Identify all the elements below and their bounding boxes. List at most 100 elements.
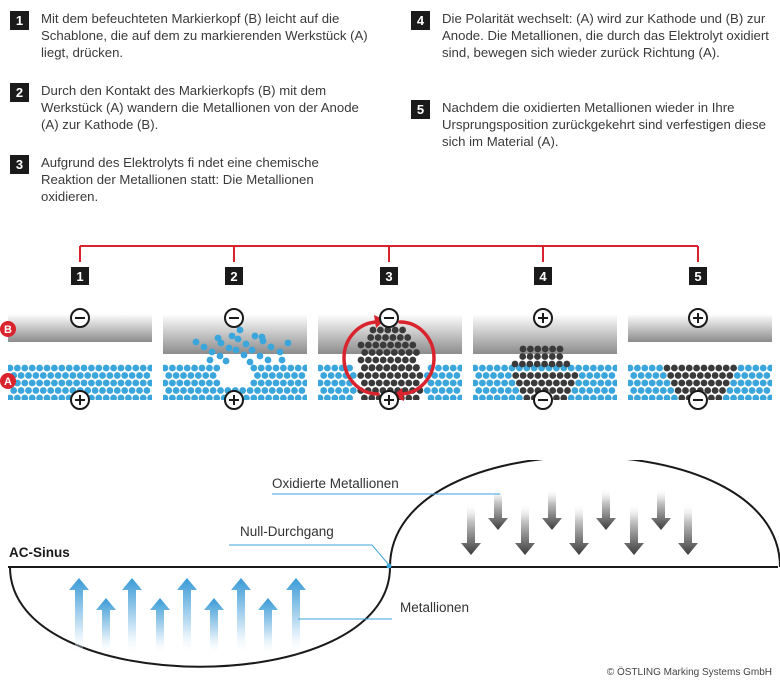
ion-dot — [719, 372, 726, 379]
oxidized-ion — [357, 356, 365, 364]
ion-dot — [516, 394, 523, 400]
ion-dot — [51, 379, 58, 387]
ion-dot — [257, 364, 265, 372]
ion-dot — [17, 372, 25, 379]
ion-dot — [582, 379, 590, 387]
migrating-ion — [246, 358, 254, 366]
ion-dot — [630, 372, 638, 379]
migrating-ion — [206, 356, 214, 364]
ion-dot — [76, 372, 84, 379]
migrating-ion — [236, 326, 244, 334]
ion-dot — [453, 387, 461, 394]
oxidized-ion-arrows — [461, 488, 698, 555]
ion-dot — [14, 364, 21, 372]
ion-dot — [759, 364, 767, 372]
ion-dot — [88, 364, 95, 372]
plus-icon — [379, 390, 399, 410]
ion-dot — [99, 387, 106, 394]
svg-text:B: B — [4, 324, 12, 336]
ion-dot — [722, 394, 730, 400]
oxidized-ion — [394, 356, 402, 364]
ion-dot — [608, 387, 616, 394]
ion-dot — [28, 364, 36, 372]
migrating-ion — [200, 343, 208, 351]
arrow-down-icon — [515, 503, 535, 555]
oxidized-ion — [376, 364, 383, 371]
migrating-ion — [258, 333, 266, 341]
ion-dot — [586, 387, 594, 394]
ion-dot — [217, 387, 224, 394]
arrow-up-icon — [122, 578, 142, 655]
migrating-ion — [256, 352, 264, 360]
migrating-ions — [192, 326, 292, 366]
oxidized-ion — [368, 364, 376, 371]
ion-dot — [213, 364, 221, 372]
ion-dot — [708, 379, 715, 387]
ion-dot — [497, 372, 505, 379]
returning-ion — [541, 345, 549, 353]
ion-dot — [590, 379, 597, 387]
oxidized-ion — [372, 341, 380, 349]
oxidized-ion — [383, 364, 391, 371]
ion-dot — [99, 372, 106, 379]
returning-ion — [548, 353, 556, 360]
ion-dot — [457, 379, 462, 387]
oxidized-ion — [390, 349, 398, 356]
oxidized-ion — [365, 356, 372, 364]
returning-ion — [511, 360, 519, 368]
ion-dot — [268, 387, 276, 394]
ion-dot — [357, 372, 365, 379]
ion-dot — [209, 387, 217, 394]
ion-dot — [21, 364, 29, 372]
oxidized-ion — [405, 364, 413, 371]
ion-dot — [446, 387, 453, 394]
ion-dot — [567, 379, 575, 387]
step-text: Aufgrund des Elektrolyts fi ndet eine ch… — [41, 155, 319, 204]
ion-dot — [324, 364, 331, 372]
ion-dot — [143, 372, 151, 379]
arrow-up-icon — [231, 578, 251, 655]
oxidized-ion — [361, 364, 369, 371]
null-durchgang-label: Null-Durchgang — [240, 524, 334, 539]
ion-dot — [342, 387, 350, 394]
ion-dot — [663, 394, 671, 400]
ion-dot — [730, 364, 737, 372]
arrow-down-icon — [569, 503, 589, 555]
ion-dot — [678, 364, 686, 372]
ion-dot — [110, 364, 117, 372]
ion-dot — [719, 387, 726, 394]
ion-dot — [435, 379, 442, 387]
ion-dot — [582, 364, 590, 372]
ion-dot — [648, 394, 656, 400]
ion-dot — [737, 394, 745, 400]
ion-dot — [294, 379, 302, 387]
ion-dot — [191, 364, 199, 372]
ion-dot — [659, 387, 667, 394]
ion-dot — [553, 394, 560, 400]
ion-dot — [280, 394, 287, 400]
oxidized-ion — [391, 326, 399, 334]
ion-dot — [438, 387, 446, 394]
ion-dot — [674, 387, 682, 394]
migrating-ion — [240, 351, 248, 359]
ion-dot — [637, 372, 645, 379]
ion-dot — [36, 364, 43, 372]
ion-dot — [741, 372, 749, 379]
ion-dot — [194, 387, 202, 394]
ion-dot — [379, 372, 387, 379]
ion-dot — [704, 372, 712, 379]
ion-dot — [663, 364, 671, 372]
ion-dot — [349, 372, 357, 379]
ion-dot — [571, 387, 579, 394]
ion-dot — [302, 364, 307, 372]
ion-dot — [449, 364, 457, 372]
ion-dot — [302, 379, 307, 387]
plus-icon — [70, 390, 90, 410]
ion-dot — [398, 379, 405, 387]
ion-dot — [331, 379, 339, 387]
ion-dot — [711, 387, 719, 394]
returning-ion — [533, 360, 541, 368]
arrow-up-icon — [286, 578, 306, 655]
ion-dot — [442, 394, 450, 400]
ion-dot — [338, 379, 346, 387]
